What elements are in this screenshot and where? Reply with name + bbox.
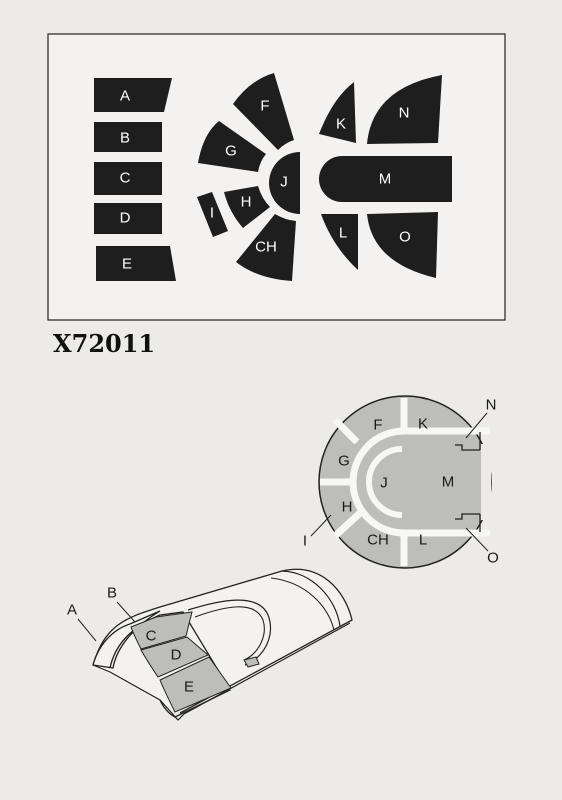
mask-E: E: [96, 246, 176, 281]
product-code: X72011: [53, 329, 155, 358]
top-label-K: K: [418, 416, 428, 433]
mask-A: A: [94, 78, 172, 112]
mask-label-K: K: [336, 116, 346, 133]
mask-J: J: [269, 152, 300, 214]
mask-D: D: [94, 203, 162, 234]
mask-K: K: [319, 82, 356, 143]
mask-O: O: [367, 212, 438, 278]
mask-B: B: [94, 122, 162, 152]
mask-label-L: L: [339, 225, 347, 242]
mask-label-O: O: [399, 229, 411, 246]
mask-H: H: [224, 186, 270, 228]
mask-sheet: A B C D E F G J: [47, 33, 506, 321]
mask-I: I: [197, 192, 228, 237]
mask-label-H: H: [241, 194, 252, 211]
side-label-E: E: [184, 679, 194, 696]
mask-label-A: A: [120, 88, 130, 105]
mask-N: N: [367, 75, 442, 144]
mask-label-J: J: [280, 174, 288, 191]
top-callout-N: N: [486, 397, 497, 414]
mask-L: L: [321, 214, 358, 270]
top-label-M: M: [442, 474, 455, 491]
top-label-F: F: [373, 417, 382, 434]
mask-label-E: E: [122, 256, 132, 273]
mask-label-B: B: [120, 130, 130, 147]
mask-label-CH: CH: [255, 239, 277, 256]
mask-label-F: F: [260, 98, 269, 115]
mask-C: C: [94, 162, 162, 195]
side-callout-B: B: [107, 585, 117, 602]
side-label-C: C: [146, 628, 157, 645]
top-callout-O: O: [487, 550, 499, 567]
mask-CH: CH: [236, 214, 296, 281]
mask-label-I: I: [210, 205, 214, 222]
top-label-J: J: [380, 475, 388, 492]
mask-label-M: M: [379, 171, 392, 188]
canopy-top-view: F K G J M H CH L N O I: [303, 395, 499, 569]
mask-label-D: D: [120, 210, 131, 227]
top-label-G: G: [338, 453, 350, 470]
top-label-L: L: [419, 532, 427, 549]
side-label-D: D: [171, 647, 182, 664]
side-callout-A: A: [67, 602, 77, 619]
top-callout-I: I: [303, 533, 307, 550]
mask-F: F: [233, 73, 294, 150]
mask-label-G: G: [225, 143, 237, 160]
mask-M: M: [319, 156, 452, 202]
canopy-frame: [320, 398, 490, 566]
top-label-H: H: [342, 499, 353, 516]
mask-G: G: [198, 121, 266, 172]
canopy-side-view: C D E A B: [67, 568, 353, 721]
mask-label-N: N: [399, 105, 410, 122]
mask-label-C: C: [120, 170, 131, 187]
top-label-CH: CH: [367, 532, 389, 549]
